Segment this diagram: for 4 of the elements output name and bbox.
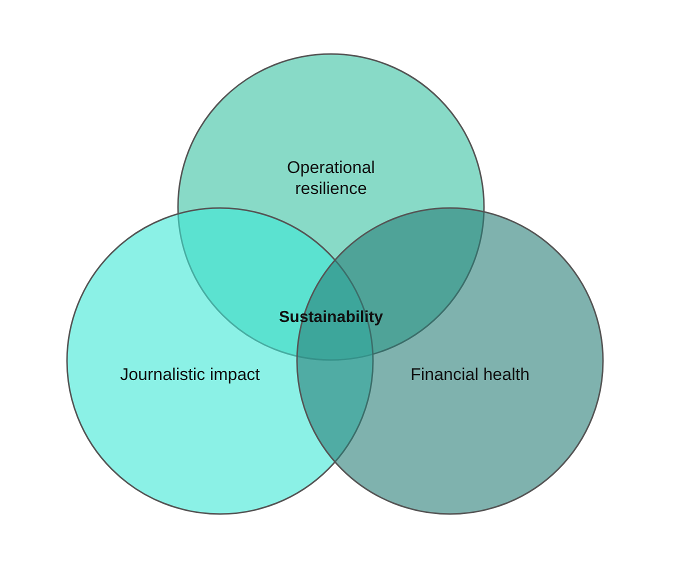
circle-label: Financial health bbox=[409, 364, 531, 385]
circle-label: Operational resilience bbox=[286, 157, 376, 199]
center-label: Sustainability bbox=[279, 309, 384, 327]
circle-label: Journalistic impact bbox=[119, 364, 261, 385]
